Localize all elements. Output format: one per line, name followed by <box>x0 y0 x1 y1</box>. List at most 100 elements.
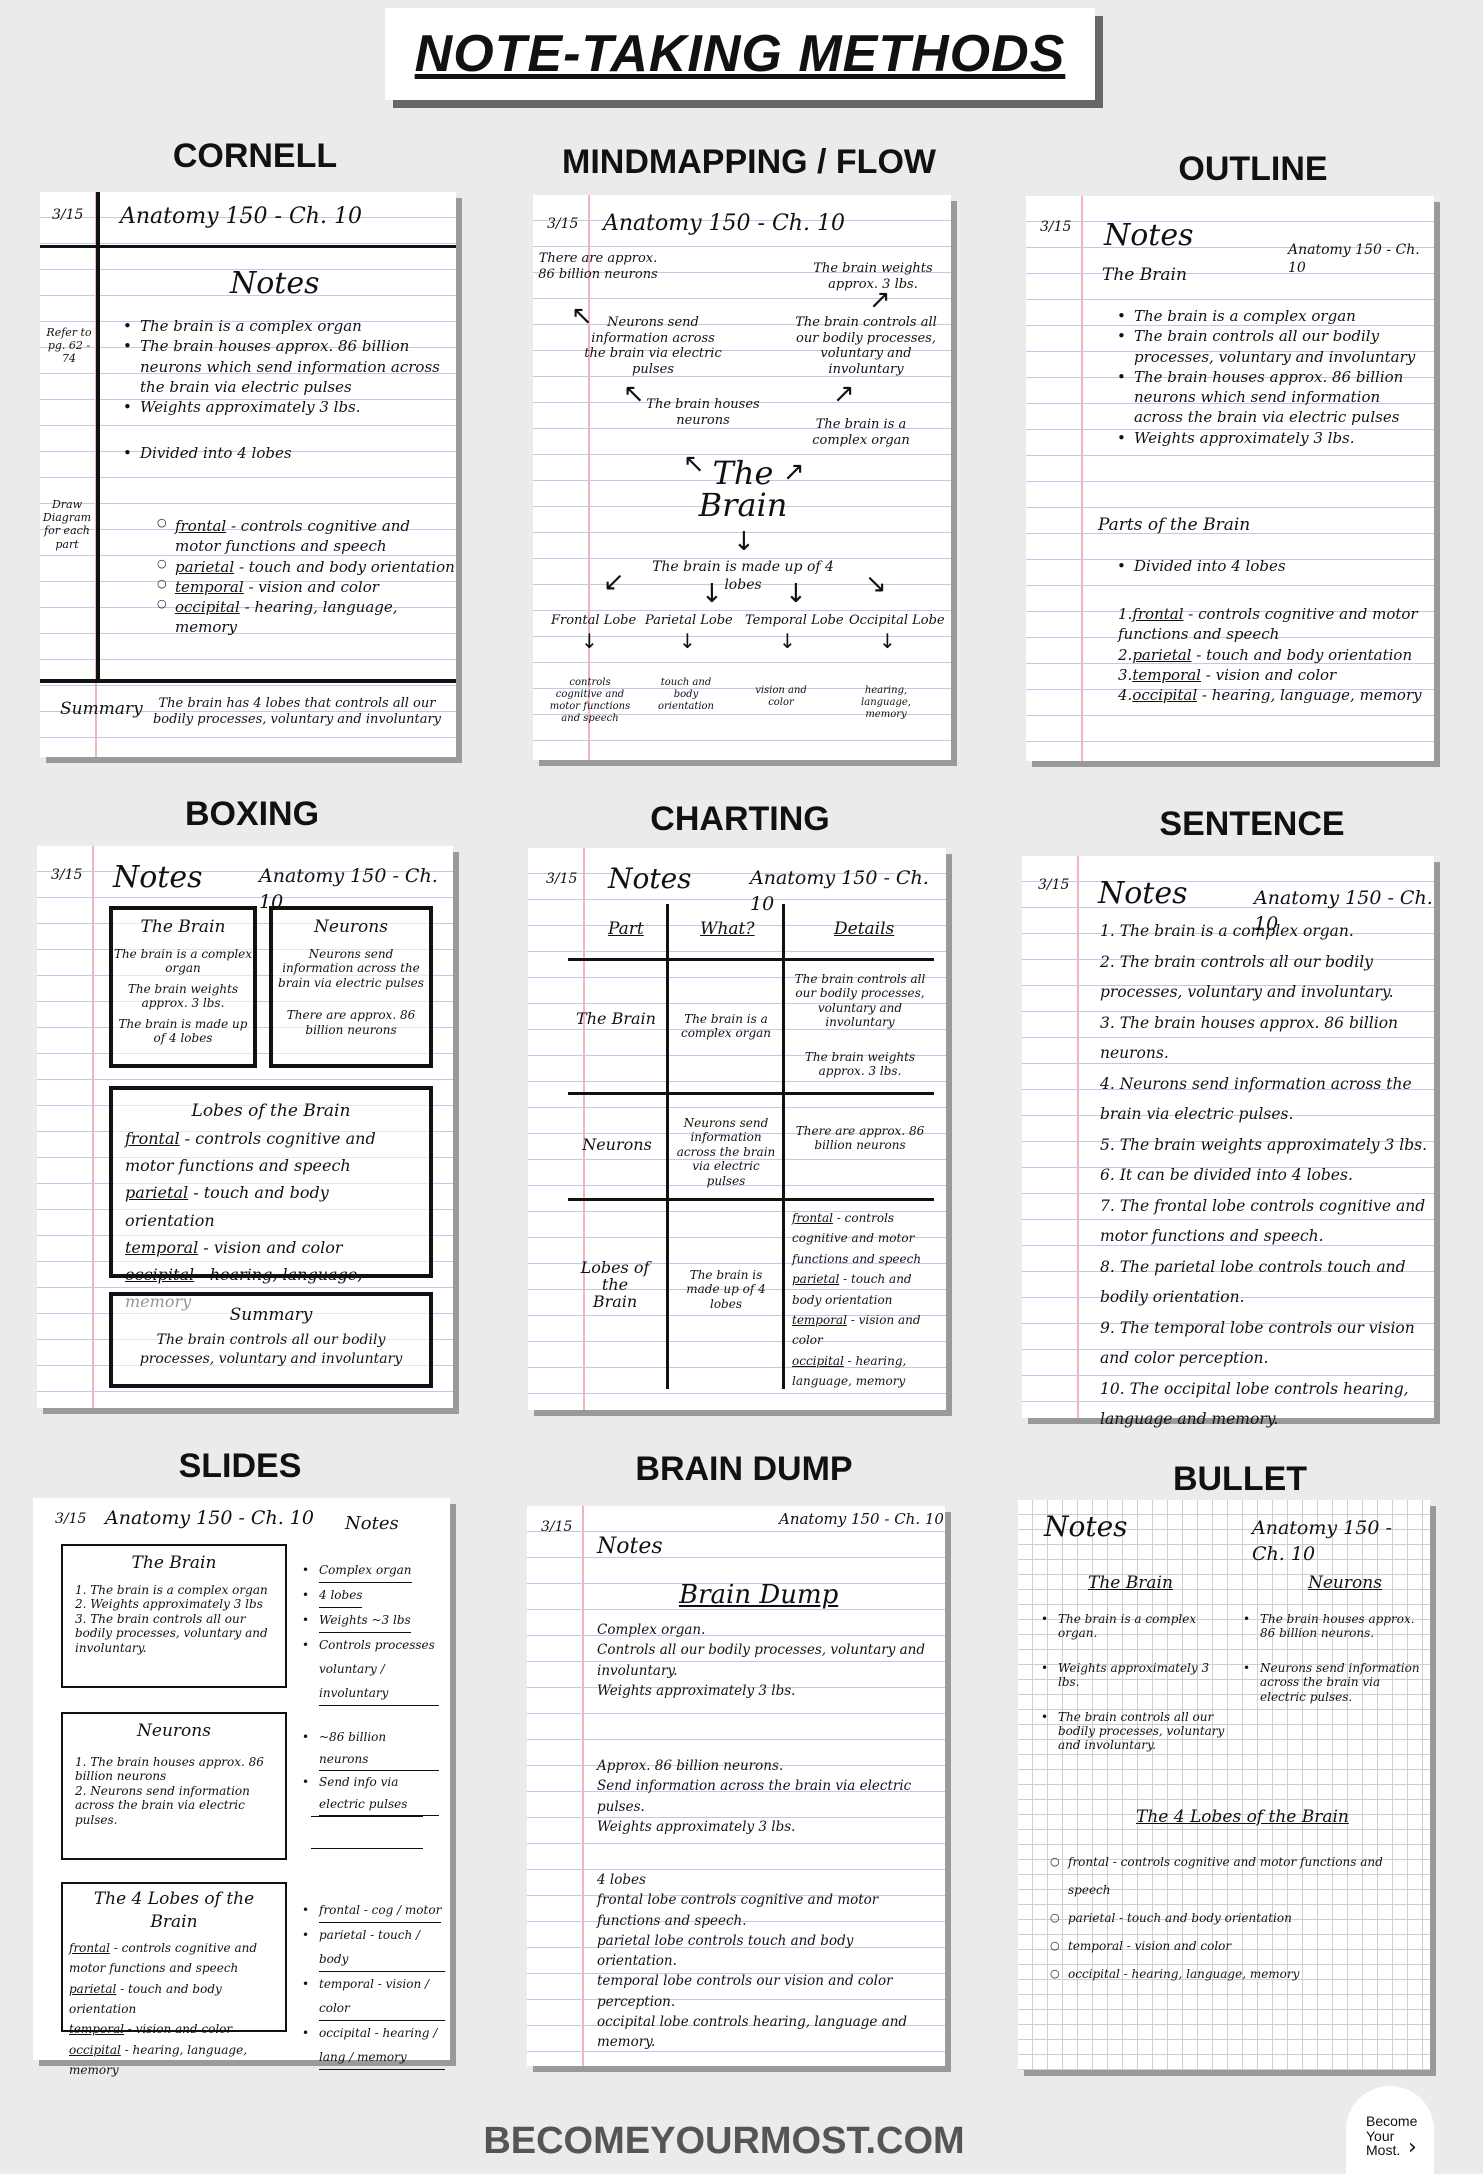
outline-course: Anatomy 150 - Ch. 10 <box>1288 242 1420 276</box>
outline-date: 3/15 <box>1040 219 1072 235</box>
bullet-col-brain: The Brain <box>1088 1573 1173 1593</box>
mindmap-lobe-temporal: Temporal Lobe <box>745 613 844 628</box>
cornell-lobe: temporal - vision and color <box>155 577 455 597</box>
charting-header-what: What? <box>700 919 755 939</box>
charting-cell: frontal - controls cognitive and motor f… <box>792 1211 922 1389</box>
bullet-item: Neurons send information across the brai… <box>1240 1661 1420 1704</box>
charting-cell: The Brain <box>576 1009 656 1028</box>
method-title-slides: SLIDES <box>178 1447 302 1485</box>
charting-cell: The brain is a complex organ <box>680 1012 772 1041</box>
bullet-course: Anatomy 150 - Ch. 10 <box>1252 1517 1392 1565</box>
outline-part: 2.parietal - touch and body orientation <box>1118 645 1413 664</box>
outline-parts-list: 1.frontal - controls cognitive and motor… <box>1118 604 1428 705</box>
slides-box-neurons: Neurons 1. The brain houses approx. 86 b… <box>61 1712 287 1860</box>
charting-cell: Neurons <box>582 1135 652 1154</box>
charting-cell: Neurons send information across the brai… <box>676 1116 776 1188</box>
sentence-item: 5. The brain weights approximately 3 lbs… <box>1100 1135 1428 1154</box>
slides-note: Complex organ <box>299 1558 439 1583</box>
sentence-card: 3/15 Notes Anatomy 150 - Ch. 10 1. The b… <box>1022 856 1434 1428</box>
mindmap-lobe-parietal: Parietal Lobe <box>645 613 733 628</box>
cornell-bullet: Divided into 4 lobes <box>120 443 450 464</box>
cornell-bullet: The brain houses approx. 86 billion neur… <box>120 336 450 397</box>
sentence-date: 3/15 <box>1038 877 1070 893</box>
boxing-notes-heading: Notes <box>113 860 203 895</box>
outline-bullet: The brain is a complex organ <box>1114 306 1426 327</box>
mindmap-course: Anatomy 150 - Ch. 10 <box>603 211 845 236</box>
arrow-icon: ↗ <box>869 285 891 315</box>
outline-part: 4.occipital - hearing, language, memory <box>1118 686 1422 704</box>
method-title-outline: OUTLINE <box>1178 150 1328 188</box>
cornell-bullets: The brain is a complex organ The brain h… <box>120 316 450 464</box>
cornell-cue-diagram: Draw Diagram for each part <box>42 498 92 551</box>
bullet-item: The brain is a complex organ. <box>1038 1612 1228 1641</box>
slides-box-brain: The Brain 1. The brain is a complex orga… <box>61 1544 287 1688</box>
chevron-right-icon: › <box>1408 2135 1417 2160</box>
slides-note: Send info via electric pulses <box>299 1771 439 1816</box>
boxing-box-brain: The Brain The brain is a complex organ T… <box>109 906 257 1068</box>
cornell-lobe: parietal - touch and body orientation <box>155 557 455 577</box>
mindmap-date: 3/15 <box>547 216 579 232</box>
mindmap-node-lobes: The brain is made up of 4 lobes <box>652 559 834 593</box>
slides-note: occipital - hearing / lang / memory <box>299 2021 445 2070</box>
footer-url[interactable]: BECOMEYOURMOST.COM <box>483 2120 965 2162</box>
mindmap-node-neuron-count: There are approx. 86 billion neurons <box>538 251 658 282</box>
mindmap-node-complex: The brain is a complex organ <box>812 417 910 448</box>
arrow-icon: ↖ <box>683 449 705 479</box>
slides-note: ~86 billion neurons <box>299 1726 439 1771</box>
slides-note: Controls processes voluntary / involunta… <box>299 1633 439 1706</box>
sentence-item: 7. The frontal lobe controls cognitive a… <box>1100 1196 1426 1246</box>
boxing-box-lobes: Lobes of the Brain frontal - controls co… <box>109 1086 433 1311</box>
braindump-course: Anatomy 150 - Ch. 10 <box>779 1510 944 1528</box>
cornell-heading: Notes <box>230 266 320 301</box>
mindmap-detail-temporal: vision and color <box>755 685 807 708</box>
sentence-list: 1. The brain is a complex organ. 2. The … <box>1100 916 1430 1435</box>
mindmap-node-houses: The brain houses neurons <box>646 397 760 428</box>
cornell-cue-refer: Refer to pg. 62 - 74 <box>46 326 92 366</box>
arrow-icon: ↓ <box>733 527 755 557</box>
mindmap-detail-parietal: touch and body orientation <box>657 677 714 712</box>
charting-card: 3/15 Notes Anatomy 150 - Ch. 10 Part Wha… <box>528 848 946 1410</box>
outline-bullet: Weights approximately 3 lbs. <box>1114 428 1426 449</box>
arrow-icon: ↗ <box>833 379 855 409</box>
method-title-charting: CHARTING <box>650 800 830 838</box>
outline-bullet: The brain controls all our bodily proces… <box>1114 326 1426 367</box>
sentence-notes-heading: Notes <box>1098 876 1188 911</box>
arrow-icon: ↓ <box>701 579 723 609</box>
slides-note: parietal - touch / body <box>299 1923 445 1972</box>
charting-cell: The brain controls all our bodily proces… <box>794 972 926 1030</box>
sentence-item: 3. The brain houses approx. 86 billion n… <box>1100 1013 1399 1063</box>
cornell-lobe: occipital - hearing, language, memory <box>155 597 455 638</box>
outline-bullet: Divided into 4 lobes <box>1114 556 1426 577</box>
bullet-item: frontal - controls cognitive and motor f… <box>1048 1848 1424 1904</box>
mindmap-card: 3/15 Anatomy 150 - Ch. 10 There are appr… <box>533 195 951 760</box>
mindmap-node-neurons-send: Neurons send information across the brai… <box>584 315 722 377</box>
bullet-sub-lobes: The 4 Lobes of the Brain <box>1136 1807 1349 1827</box>
bullet-item: Weights approximately 3 lbs. <box>1038 1661 1228 1690</box>
bullet-list-lobes: frontal - controls cognitive and motor f… <box>1048 1848 1424 1988</box>
charting-cell: The brain is made up of 4 lobes <box>686 1268 766 1311</box>
arrow-icon: ↓ <box>581 629 598 653</box>
method-title-boxing: BOXING <box>184 795 320 833</box>
slides-note: Weights ~3 lbs <box>299 1608 439 1633</box>
cornell-summary: The brain has 4 lobes that controls all … <box>152 696 442 728</box>
slides-notes-list-1: Complex organ 4 lobes Weights ~3 lbs Con… <box>299 1558 439 1706</box>
outline-sub-brain: The Brain <box>1102 265 1187 285</box>
mindmap-detail-frontal: controls cognitive and motor functions a… <box>549 677 631 724</box>
sentence-item: 10. The occipital lobe controls hearing,… <box>1100 1379 1409 1429</box>
sentence-item: 6. It can be divided into 4 lobes. <box>1100 1166 1353 1184</box>
boxing-card: 3/15 Notes Anatomy 150 - Ch. 10 The Brai… <box>37 846 453 1408</box>
mindmap-node-controls: The brain controls all our bodily proces… <box>795 315 937 377</box>
slides-date: 3/15 <box>55 1511 87 1527</box>
bullet-list-neurons: The brain houses approx. 86 billion neur… <box>1240 1612 1420 1704</box>
arrow-icon: ↓ <box>679 629 696 653</box>
braindump-block-1: Complex organ. Controls all our bodily p… <box>597 1622 926 1699</box>
charting-cell: The brain weights approx. 3 lbs. <box>804 1050 916 1079</box>
method-title-sentence: SENTENCE <box>1159 805 1345 843</box>
charting-notes-heading: Notes <box>608 862 692 895</box>
bullet-col-neurons: Neurons <box>1308 1573 1382 1593</box>
slides-notes-heading: Notes <box>345 1513 399 1534</box>
sentence-item: 1. The brain is a complex organ. <box>1100 922 1354 940</box>
charting-cell: There are approx. 86 billion neurons <box>795 1124 925 1153</box>
